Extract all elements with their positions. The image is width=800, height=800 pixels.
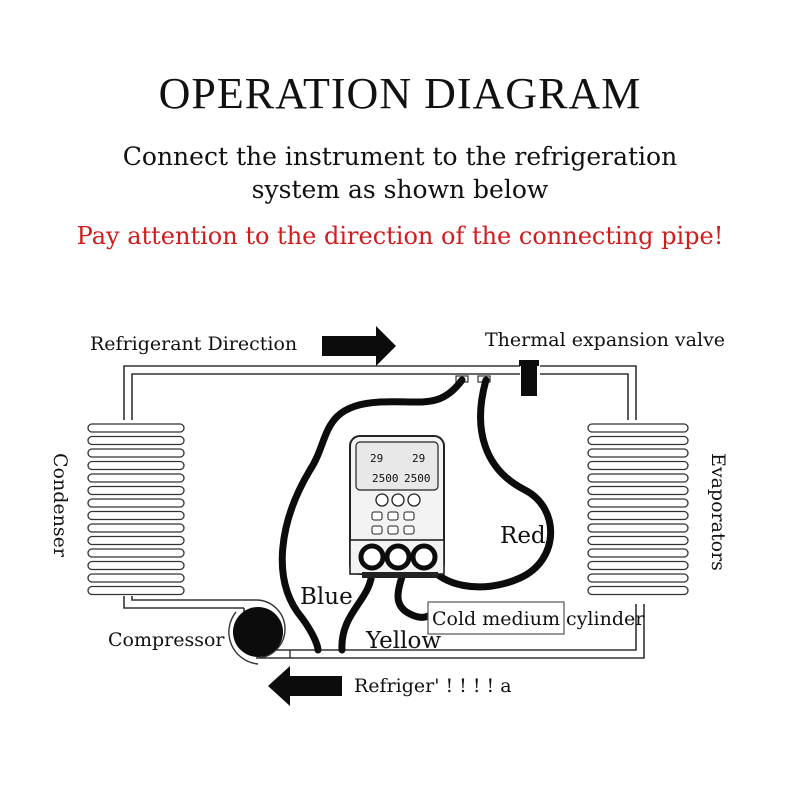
page-title: OPERATION DIAGRAM — [158, 69, 642, 118]
coil-fin — [587, 448, 689, 458]
refrigerant-direction-arrow-right — [322, 326, 396, 366]
gauge-valve-knob-left — [358, 543, 386, 571]
hose-yellow — [394, 566, 432, 621]
coil-fin — [587, 498, 689, 508]
gauge-valve-knob-center — [384, 543, 412, 571]
coil-fin — [87, 448, 185, 458]
coil-fin — [87, 485, 185, 496]
coil-fin — [587, 485, 689, 496]
coil-fin — [587, 535, 689, 546]
gauge-display-right-bottom: 2500 — [404, 472, 431, 485]
coil-fin — [87, 585, 185, 596]
digital-manifold-gauge: 29 29 2500 2500 — [349, 435, 445, 578]
gauge-display-left-bottom: 2500 — [372, 472, 399, 485]
gauge-valve-knob-right — [410, 543, 438, 571]
coil-fin — [87, 560, 185, 571]
gauge-display-right-top: 29 — [412, 452, 425, 465]
label-cold-medium-cylinder: Cold medium cylinder — [432, 608, 645, 630]
coil-fin — [587, 585, 689, 596]
hoses — [278, 376, 555, 654]
hose-label-blue: Blue — [300, 584, 353, 610]
coil-fin — [87, 498, 185, 508]
coil-fin — [587, 523, 689, 533]
label-thermal-expansion-valve: Thermal expansion valve — [485, 329, 725, 351]
label-refrigerant-direction-top: Refrigerant Direction — [90, 333, 297, 355]
pipe-loop — [123, 365, 645, 659]
coil-fin — [587, 548, 689, 558]
coil-fin — [587, 460, 689, 471]
coil-fin — [587, 435, 689, 446]
cold-medium-cylinder — [427, 601, 565, 635]
coil-fin — [87, 535, 185, 546]
evaporator-coil — [587, 423, 689, 596]
hose-label-yellow: Yellow — [365, 628, 441, 654]
coil-fin — [587, 573, 689, 583]
condenser-coil — [87, 423, 185, 596]
gauge-button-2 — [391, 493, 405, 507]
thermal-expansion-valve — [519, 360, 539, 396]
label-refrigerant-direction-bottom: Refriger' ! ! ! ! a — [354, 675, 512, 697]
hose-high-side — [278, 376, 466, 654]
label-compressor: Compressor — [108, 629, 225, 651]
coil-fin — [87, 423, 185, 433]
warning-text: Pay attention to the direction of the co… — [76, 222, 724, 250]
label-evaporators: Evaporators — [707, 453, 729, 571]
coil-fin — [587, 423, 689, 433]
coil-fin — [87, 523, 185, 533]
coil-fin — [87, 473, 185, 483]
gauge-display-left-top: 29 — [370, 452, 383, 465]
hose-red — [426, 376, 555, 591]
refrigerant-direction-arrow-left — [268, 666, 342, 706]
label-condenser: Condenser — [49, 453, 71, 558]
coil-fin — [587, 510, 689, 521]
coil-fin — [587, 560, 689, 571]
hose-blue — [338, 566, 376, 654]
coil-fin — [87, 435, 185, 446]
gauge-button-3 — [407, 493, 421, 507]
gauge-button-1 — [375, 493, 389, 507]
compressor — [228, 599, 291, 665]
coil-fin — [587, 473, 689, 483]
subtitle-line-2: system as shown below — [251, 175, 549, 204]
hose-label-red: Red — [500, 523, 546, 549]
coil-fin — [87, 573, 185, 583]
subtitle-line-1: Connect the instrument to the refrigerat… — [122, 142, 678, 171]
coil-fin — [87, 548, 185, 558]
coil-fin — [87, 460, 185, 471]
coil-fin — [87, 510, 185, 521]
